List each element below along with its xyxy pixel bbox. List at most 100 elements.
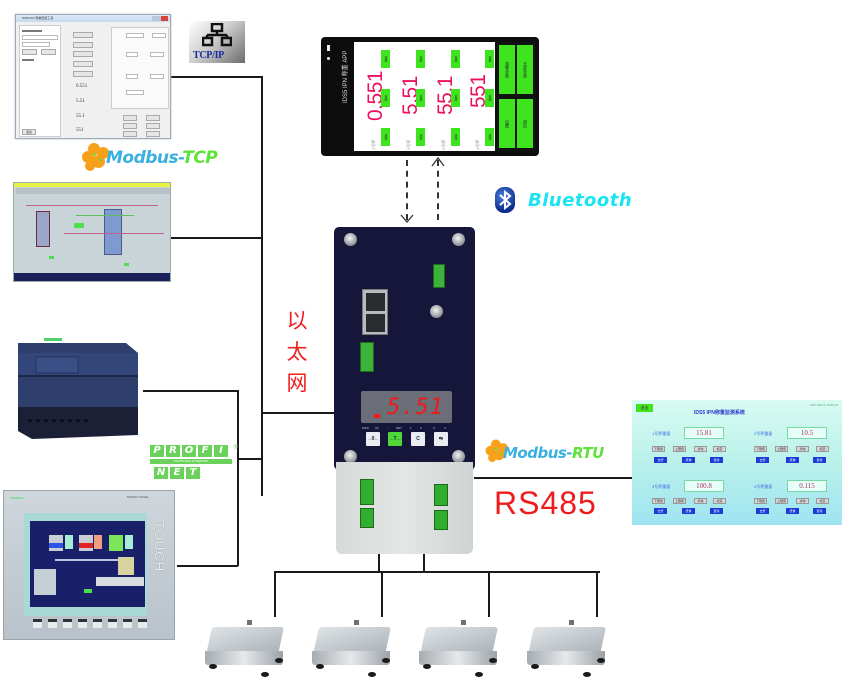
tare-button[interactable]: 去皮 — [451, 50, 460, 68]
terminal-block — [433, 264, 445, 288]
screw-icon — [430, 305, 443, 318]
write-button[interactable] — [123, 123, 137, 129]
zero-button[interactable]: 置零 — [710, 508, 723, 514]
calibrate-button[interactable]: 标定 — [816, 498, 829, 504]
function-key[interactable] — [33, 619, 42, 628]
phone-status-bar — [327, 45, 330, 85]
tcpip-badge: TCP/IP — [189, 21, 245, 63]
ethernet-label: 以 太 网 — [286, 309, 308, 395]
zero-button[interactable]: 清零 — [485, 128, 494, 146]
function-key[interactable] — [93, 619, 102, 628]
config-software-window: IDS5 IPN 称重配置工具 退出 0.551 5.51 55.1 551 — [15, 14, 171, 139]
function-key[interactable] — [48, 619, 57, 628]
function-key[interactable] — [138, 619, 147, 628]
channel-label: 2号秤 — [406, 139, 411, 150]
channel-value: 100.8 — [684, 480, 724, 492]
tare-button[interactable]: 去皮 — [756, 508, 769, 514]
reading-4: 551 — [76, 128, 84, 133]
write-button[interactable] — [146, 131, 160, 137]
tare-weight-button[interactable]: 皮重 — [786, 508, 799, 514]
clear-button[interactable]: 清零 — [796, 446, 809, 452]
plc-device — [18, 338, 138, 439]
tare-button[interactable]: 去皮 — [654, 457, 667, 463]
write-button[interactable] — [146, 123, 160, 129]
config-button[interactable] — [73, 42, 93, 48]
config-button[interactable] — [73, 32, 93, 38]
zero-button[interactable]: 置零 — [813, 508, 826, 514]
link-scale-trunk-1 — [378, 553, 380, 573]
zero-button[interactable]: 清零 — [416, 128, 425, 146]
app-title: IDS5 IPN 称重 APP — [343, 50, 349, 103]
function-key[interactable] — [63, 619, 72, 628]
zero-button[interactable]: 清零 — [451, 128, 460, 146]
panel-exit-button[interactable]: 退出 — [636, 404, 653, 412]
switch-key[interactable]: ⇆ — [434, 432, 448, 446]
config-button[interactable] — [73, 51, 93, 57]
uplink-arrow — [437, 160, 439, 220]
zero-button[interactable]: 置零 — [710, 457, 723, 463]
scale-bus — [274, 571, 600, 573]
zero-button[interactable]: 清零 — [381, 128, 390, 146]
tare-button[interactable]: 去皮 — [756, 457, 769, 463]
tare-weight-button[interactable]: 皮重 — [682, 457, 695, 463]
link-plc — [143, 390, 238, 392]
link-scale-2 — [381, 571, 383, 617]
lower-limit-button[interactable]: 下限值 — [652, 498, 665, 504]
upper-limit-button[interactable]: 上限值 — [775, 446, 788, 452]
tare-key[interactable]: →T← — [388, 432, 402, 446]
zero-button[interactable]: 置零 — [813, 457, 826, 463]
modbus-tcp-label: Modbus-TCP — [106, 148, 218, 168]
tare-button[interactable]: 去皮 — [381, 89, 390, 107]
channel-label: 3号秤 — [441, 139, 446, 150]
profinet-logo: P R O F I INDUSTRIAL ETHERNET N E T ® — [150, 445, 238, 487]
tare-button[interactable]: 去皮 — [416, 50, 425, 68]
siemens-logo — [44, 338, 62, 341]
weight-readout: 5.51 — [387, 395, 444, 420]
upper-limit-button[interactable]: 上限值 — [673, 446, 686, 452]
window-titlebar: IDS5 IPN 称重配置工具 — [16, 15, 170, 22]
tare-button[interactable]: 去皮 — [381, 50, 390, 68]
tare-weight-button[interactable]: 皮重 — [786, 457, 799, 463]
function-key[interactable] — [123, 619, 132, 628]
calibrate-button[interactable]: 标定 — [713, 498, 726, 504]
clear-button[interactable]: 清零 — [796, 498, 809, 504]
tare-button[interactable]: 去皮 — [416, 89, 425, 107]
lower-limit-button[interactable]: 下限值 — [754, 498, 767, 504]
tare-button[interactable]: 去皮 — [654, 508, 667, 514]
upper-limit-button[interactable]: 上限值 — [775, 498, 788, 504]
ethernet-ports[interactable] — [362, 289, 388, 335]
function-key[interactable] — [108, 619, 117, 628]
calibrate-button[interactable]: 标定 — [816, 446, 829, 452]
phone-screen: 0.551 5.51 55.1 551 1号秤 2号秤 3号秤 4号秤 去皮 去… — [354, 42, 495, 151]
settings-button[interactable]: 设置 — [499, 99, 515, 148]
zero-key[interactable]: →0← — [366, 432, 380, 446]
write-button[interactable] — [146, 115, 160, 121]
terminal-block — [360, 508, 374, 528]
status-led — [374, 414, 380, 418]
write-button[interactable] — [123, 115, 137, 121]
clear-button[interactable]: 清零 — [694, 498, 707, 504]
upper-limit-button[interactable]: 上限值 — [673, 498, 686, 504]
hmi-screen[interactable] — [30, 521, 145, 607]
function-key[interactable] — [78, 619, 87, 628]
config-button[interactable] — [73, 71, 93, 77]
zero-all-button[interactable]: 清零全部 — [499, 45, 515, 94]
reactor-column — [104, 209, 122, 255]
lower-limit-button[interactable]: 下限值 — [754, 446, 767, 452]
clear-key[interactable]: C — [411, 432, 425, 446]
write-button[interactable] — [123, 131, 137, 137]
channel-label: 3号秤重量 — [652, 484, 671, 489]
exit-button[interactable]: 退出 — [517, 99, 533, 148]
tare-weight-button[interactable]: 皮重 — [682, 508, 695, 514]
clear-button[interactable]: 清零 — [694, 446, 707, 452]
window-controls[interactable] — [152, 16, 168, 21]
tare-button[interactable]: 去皮 — [485, 89, 494, 107]
lower-limit-button[interactable]: 下限值 — [652, 446, 665, 452]
tare-button[interactable]: 去皮 — [485, 50, 494, 68]
calibrate-button[interactable]: 标定 — [713, 446, 726, 452]
config-button[interactable] — [73, 61, 93, 67]
exit-button[interactable]: 退出 — [22, 129, 36, 135]
tare-button[interactable]: 去皮 — [451, 89, 460, 107]
link-scale-4 — [596, 571, 598, 617]
tare-all-button[interactable]: 去皮全部 — [517, 45, 533, 94]
